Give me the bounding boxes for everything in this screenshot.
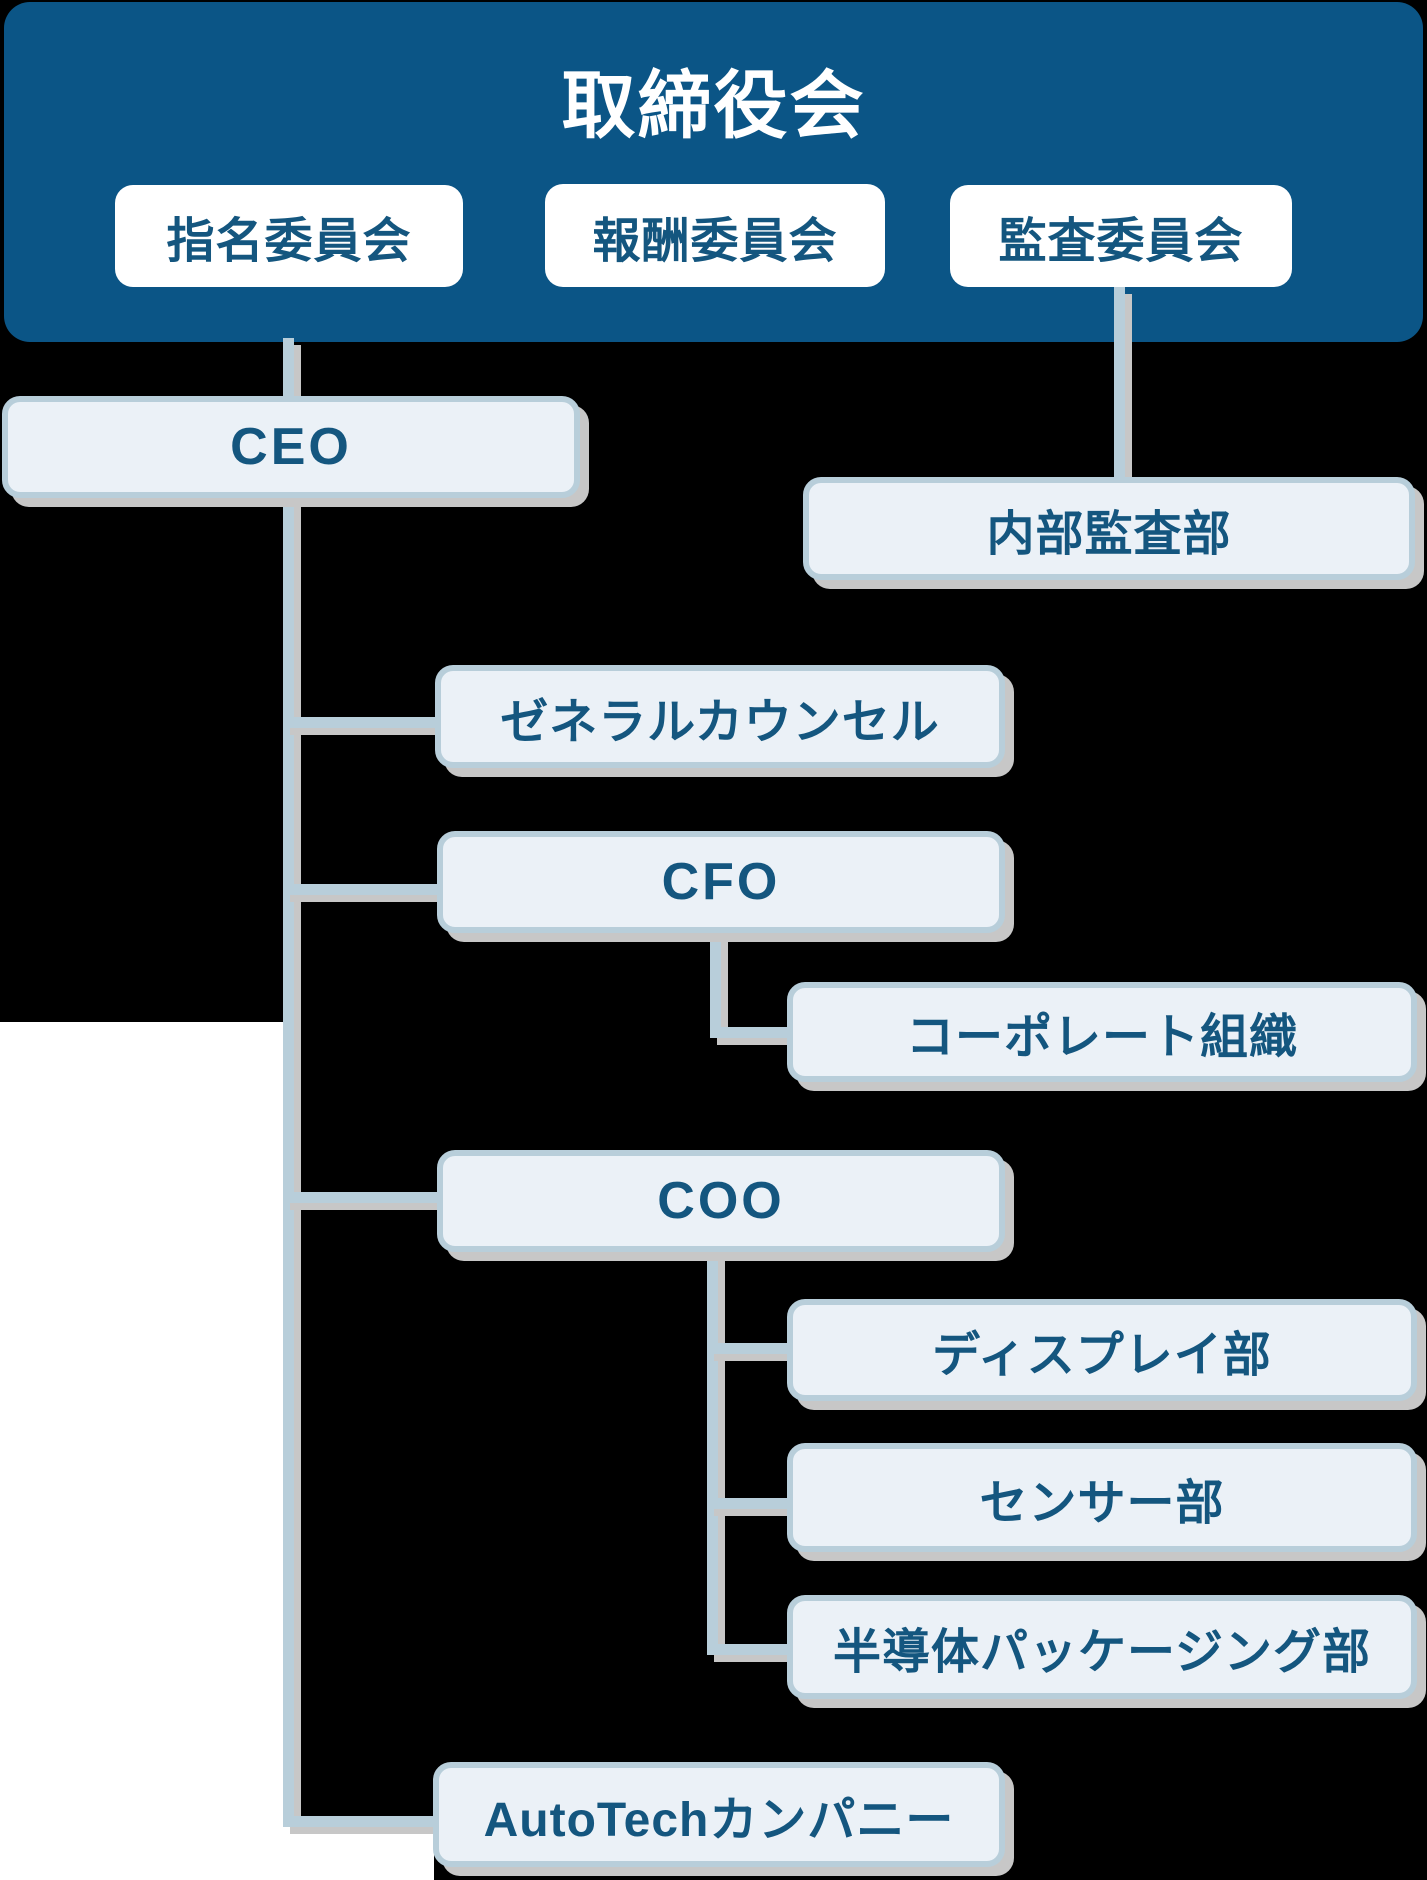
node-display-division: ディスプレイ部 [787, 1299, 1417, 1401]
node-cfo: CFO [437, 831, 1005, 933]
connector-board-to-ceo [283, 338, 294, 398]
connector-audit-committee-to-internal-audit [1114, 287, 1125, 479]
committee-audit: 監査委員会 [950, 185, 1292, 287]
connector-to-cfo [283, 884, 443, 895]
connector-cfo-trunk [710, 930, 721, 1038]
connector-to-sensor-division [707, 1498, 793, 1509]
node-ceo: CEO [2, 396, 580, 498]
connector-coo-trunk [707, 1249, 718, 1655]
connector-to-coo [283, 1192, 443, 1203]
node-semiconductor-packaging-division: 半導体パッケージング部 [787, 1595, 1417, 1699]
node-corporate-org: コーポレート組織 [787, 982, 1417, 1082]
connector-to-semiconductor-packaging-division [707, 1644, 793, 1655]
node-internal-audit: 内部監査部 [803, 477, 1415, 580]
node-autotech-company: AutoTechカンパニー [433, 1762, 1005, 1867]
connector-ceo-trunk [283, 494, 294, 1827]
node-coo: COO [437, 1150, 1005, 1252]
connector-to-general-counsel [283, 717, 442, 728]
committee-compensation: 報酬委員会 [545, 184, 885, 287]
node-general-counsel: ゼネラルカウンセル [435, 665, 1005, 768]
node-sensor-division: センサー部 [787, 1443, 1417, 1552]
connector-to-corporate-org [710, 1027, 793, 1038]
committee-nomination: 指名委員会 [115, 185, 463, 287]
background-panel-strip [283, 1827, 434, 1880]
board-header: 取締役会 [4, 2, 1423, 342]
background-panel [0, 1022, 283, 1880]
board-title: 取締役会 [561, 64, 866, 147]
connector-to-autotech [283, 1816, 440, 1827]
connector-to-display-division [707, 1343, 793, 1354]
